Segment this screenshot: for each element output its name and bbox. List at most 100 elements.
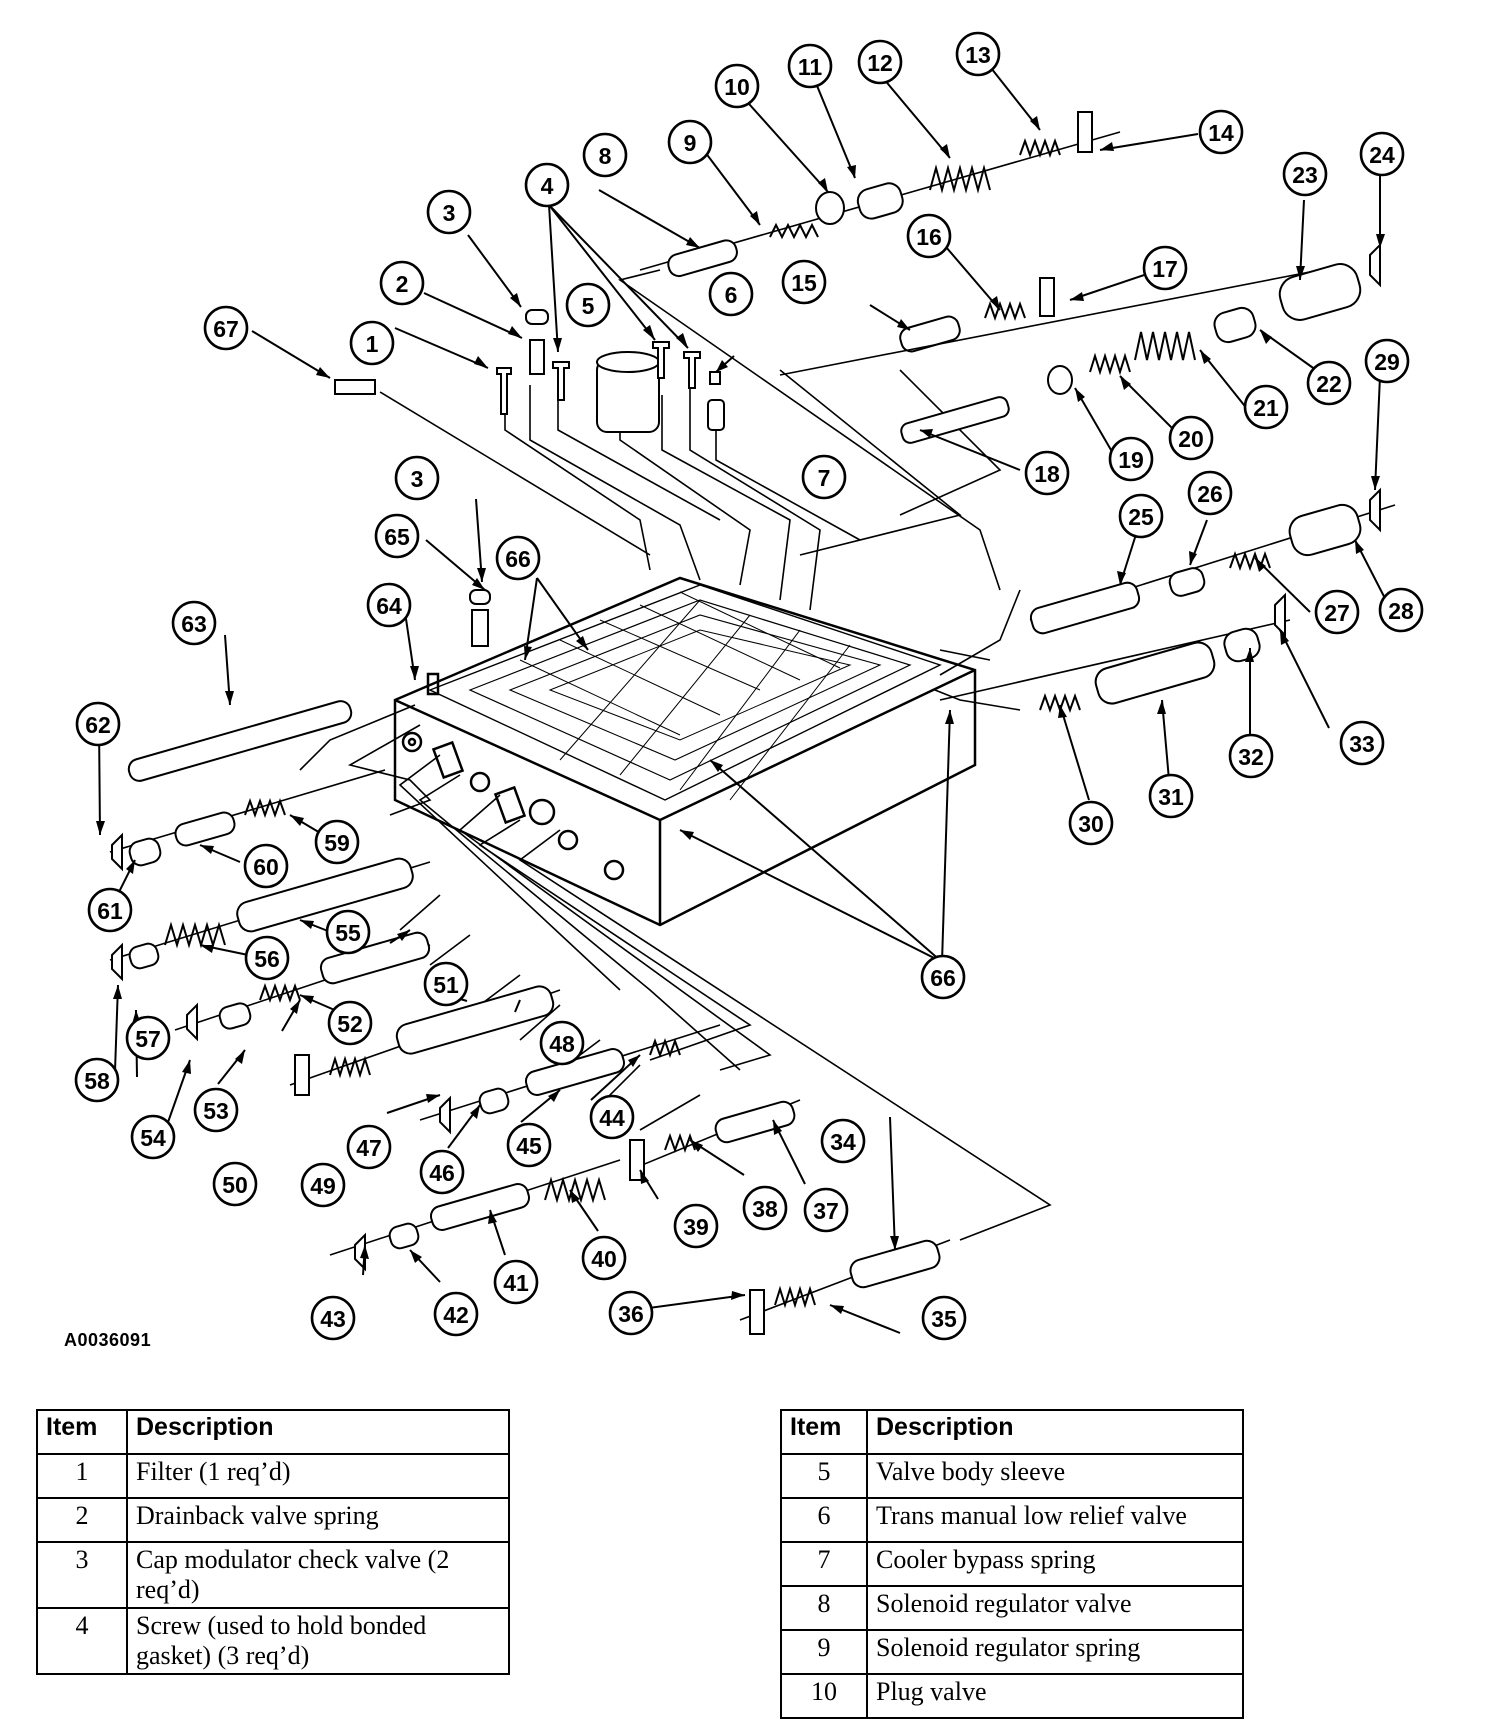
- callout-number: 3: [443, 200, 456, 226]
- callout-28: 28: [1378, 587, 1424, 633]
- callout-30: 30: [1068, 800, 1114, 846]
- callout-number: 48: [549, 1031, 575, 1057]
- callout-number: 43: [320, 1306, 346, 1332]
- callout-number: 30: [1078, 811, 1104, 837]
- arrows: [98, 53, 1393, 1334]
- callout-66: 66: [495, 535, 541, 581]
- exploded-view-diagram: 1233456789101112131415161718192021222324…: [74, 31, 1424, 1341]
- callout-17: 17: [1142, 245, 1188, 291]
- callout-18: 18: [1024, 450, 1070, 496]
- callout-38: 38: [742, 1185, 788, 1231]
- callout-number: 53: [203, 1098, 229, 1124]
- callout-number: 31: [1158, 784, 1184, 810]
- item-number: 2: [36, 1497, 128, 1543]
- callout-number: 62: [85, 712, 111, 738]
- item-description: Valve body sleeve: [866, 1453, 1244, 1499]
- callout-31: 31: [1148, 773, 1194, 819]
- callout-number: 42: [443, 1302, 469, 1328]
- callout-50: 50: [212, 1161, 258, 1207]
- item-description: Drainback valve spring: [126, 1497, 510, 1543]
- table-row: 8 Solenoid regulator valve: [780, 1585, 1244, 1631]
- callout-41: 41: [493, 1259, 539, 1305]
- callout-29: 29: [1364, 338, 1410, 384]
- callout-63: 63: [171, 600, 217, 646]
- callout-number: 23: [1292, 162, 1318, 188]
- callout-number: 10: [724, 74, 750, 100]
- callout-11: 11: [787, 43, 833, 89]
- callout-1: 1: [349, 320, 395, 366]
- table-row: 2 Drainback valve spring: [36, 1497, 510, 1543]
- callout-39: 39: [673, 1203, 719, 1249]
- callout-number: 32: [1238, 744, 1264, 770]
- callout-20: 20: [1168, 415, 1214, 461]
- callout-number: 22: [1316, 371, 1342, 397]
- callout-23: 23: [1282, 151, 1328, 197]
- item-number: 6: [780, 1497, 868, 1543]
- callout-number: 13: [965, 42, 991, 68]
- callout-number: 4: [541, 173, 554, 199]
- callout-number: 6: [725, 282, 738, 308]
- callout-56: 56: [244, 935, 290, 981]
- item-number: 4: [36, 1607, 128, 1675]
- callout-4: 4: [524, 162, 570, 208]
- callout-number: 33: [1349, 731, 1375, 757]
- column-header-item: Item: [780, 1409, 868, 1455]
- callout-number: 27: [1324, 600, 1350, 626]
- item-number: 10: [780, 1673, 868, 1719]
- table-row: 9 Solenoid regulator spring: [780, 1629, 1244, 1675]
- column-header-description: Description: [866, 1409, 1244, 1455]
- table-row: 3 Cap modulator check valve (2 req’d): [36, 1541, 510, 1609]
- callout-44: 44: [589, 1094, 635, 1140]
- callout-26: 26: [1187, 470, 1233, 516]
- callout-number: 66: [930, 965, 956, 991]
- callout-number: 66: [505, 546, 531, 572]
- callout-66: 66: [920, 954, 966, 1000]
- callout-32: 32: [1228, 733, 1274, 779]
- callout-number: 47: [356, 1135, 382, 1161]
- callout-number: 49: [310, 1173, 336, 1199]
- callout-number: 15: [791, 270, 817, 296]
- callout-21: 21: [1243, 384, 1289, 430]
- callout-number: 67: [213, 316, 239, 342]
- item-number: 8: [780, 1585, 868, 1631]
- callout-number: 55: [335, 920, 361, 946]
- callout-27: 27: [1314, 589, 1360, 635]
- callout-number: 14: [1208, 120, 1234, 146]
- callout-number: 61: [97, 898, 123, 924]
- callout-64: 64: [366, 582, 412, 628]
- callout-55: 55: [325, 909, 371, 955]
- callout-number: 64: [376, 593, 402, 619]
- callout-number: 3: [411, 466, 424, 492]
- callout-54: 54: [130, 1114, 176, 1160]
- table-row: 1 Filter (1 req’d): [36, 1453, 510, 1499]
- callout-number: 28: [1388, 598, 1414, 624]
- figure-id: A0036091: [64, 1330, 152, 1350]
- callout-number: 1: [366, 331, 379, 357]
- callout-2: 2: [379, 260, 425, 306]
- callout-number: 11: [798, 54, 823, 80]
- legend-table-right: Item Description 5 Valve body sleeve 6 T…: [780, 1409, 1244, 1719]
- callout-67: 67: [203, 305, 249, 351]
- item-description: Filter (1 req’d): [126, 1453, 510, 1499]
- callout-40: 40: [581, 1235, 627, 1281]
- item-description: Solenoid regulator spring: [866, 1629, 1244, 1675]
- callout-62: 62: [75, 701, 121, 747]
- callout-number: 12: [867, 50, 893, 76]
- callout-6: 6: [708, 271, 754, 317]
- callout-number: 16: [916, 224, 942, 250]
- callout-16: 16: [906, 213, 952, 259]
- callout-14: 14: [1198, 109, 1244, 155]
- callout-number: 29: [1374, 349, 1400, 375]
- callout-number: 40: [591, 1246, 617, 1272]
- callout-number: 19: [1118, 447, 1144, 473]
- callout-25: 25: [1118, 493, 1164, 539]
- callout-57: 57: [125, 1015, 171, 1061]
- callout-36: 36: [608, 1290, 654, 1336]
- item-description: Screw (used to hold bonded gasket) (3 re…: [126, 1607, 510, 1675]
- callout-number: 37: [813, 1198, 839, 1224]
- callout-number: 36: [618, 1301, 644, 1327]
- callout-3: 3: [394, 455, 440, 501]
- table-row: 7 Cooler bypass spring: [780, 1541, 1244, 1587]
- callout-3: 3: [426, 189, 472, 235]
